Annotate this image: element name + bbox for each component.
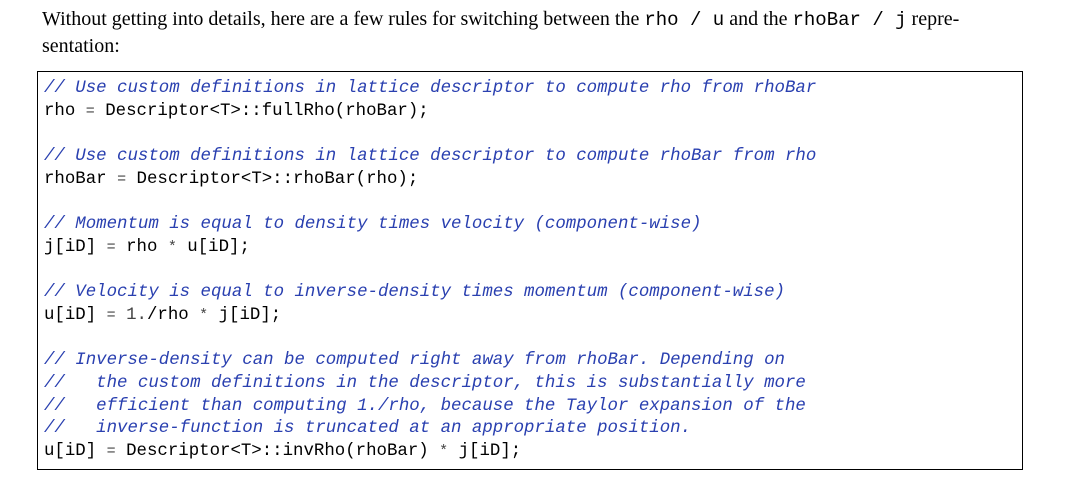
code-comment: // Velocity is equal to inverse-density … <box>44 283 785 303</box>
code-rhs: Descriptor<T>::invRho(rhoBar) <box>126 442 429 461</box>
code-comment: // Momentum is equal to density times ve… <box>44 215 702 235</box>
code-operator: = <box>117 170 127 188</box>
code-line: u[iD] = Descriptor<T>::invRho(rhoBar) * … <box>44 441 1022 464</box>
code-operator: * <box>439 443 449 460</box>
code-lhs: u[iD] <box>44 442 97 461</box>
code-slash-1: / <box>678 9 713 31</box>
code-blank-line <box>44 260 1022 283</box>
code-comment: // Use custom definitions in lattice des… <box>44 79 817 98</box>
code-comment: // Inverse-density can be computed right… <box>44 351 785 371</box>
code-rhs: rho <box>126 237 158 257</box>
code-blank-line <box>44 191 1022 214</box>
intro-text-1: Without getting into details, here are a… <box>42 8 645 30</box>
code-number: 1. <box>126 305 147 325</box>
code-blank-line <box>44 328 1022 351</box>
code-lhs: rhoBar <box>44 169 107 189</box>
code-rho: rho <box>644 9 679 31</box>
intro-text-2: and the <box>724 8 793 30</box>
code-j: j <box>895 9 907 31</box>
code-line: u[iD] = 1./rho * j[iD]; <box>44 305 1022 328</box>
code-lhs: j[iD] <box>44 237 97 257</box>
code-comment: // inverse-function is truncated at an a… <box>44 419 692 439</box>
code-comment: // the custom definitions in the descrip… <box>44 373 806 393</box>
code-rhobar: rhoBar <box>792 9 861 31</box>
code-line: j[iD] = rho * u[iD]; <box>44 237 1022 260</box>
code-operator: = <box>106 443 116 460</box>
code-operator: = <box>106 238 116 256</box>
code-operator: * <box>167 238 177 256</box>
code-rhs: Descriptor<T>::fullRho(rhoBar); <box>105 101 429 121</box>
code-rhs: u[iD]; <box>187 237 250 257</box>
code-comment: // Use custom definitions in lattice des… <box>44 147 817 167</box>
code-lhs: u[iD] <box>44 305 97 325</box>
code-blank-line <box>44 123 1022 146</box>
code-rhs: j[iD]; <box>218 305 282 325</box>
code-slash-2: / <box>860 9 896 31</box>
code-listing: // Use custom definitions in lattice des… <box>37 71 1023 470</box>
code-line: rho = Descriptor<T>::fullRho(rhoBar); <box>44 101 1022 124</box>
code-operator: = <box>106 306 116 324</box>
code-comment: // efficient than computing 1./rho, beca… <box>44 396 806 416</box>
intro-text-4: sentation: <box>42 35 120 57</box>
code-operator: = <box>85 102 95 120</box>
code-operator: * <box>199 306 209 324</box>
code-lhs: rho <box>44 101 76 121</box>
intro-text-3: repre- <box>906 8 960 30</box>
code-line: rhoBar = Descriptor<T>::rhoBar(rho); <box>44 169 1022 192</box>
code-rhs: Descriptor<T>::rhoBar(rho); <box>136 169 419 189</box>
intro-paragraph: Without getting into details, here are a… <box>42 6 1032 59</box>
code-rhs: /rho <box>146 305 189 325</box>
code-u: u <box>712 9 725 31</box>
code-rhs: j[iD]; <box>458 442 522 461</box>
